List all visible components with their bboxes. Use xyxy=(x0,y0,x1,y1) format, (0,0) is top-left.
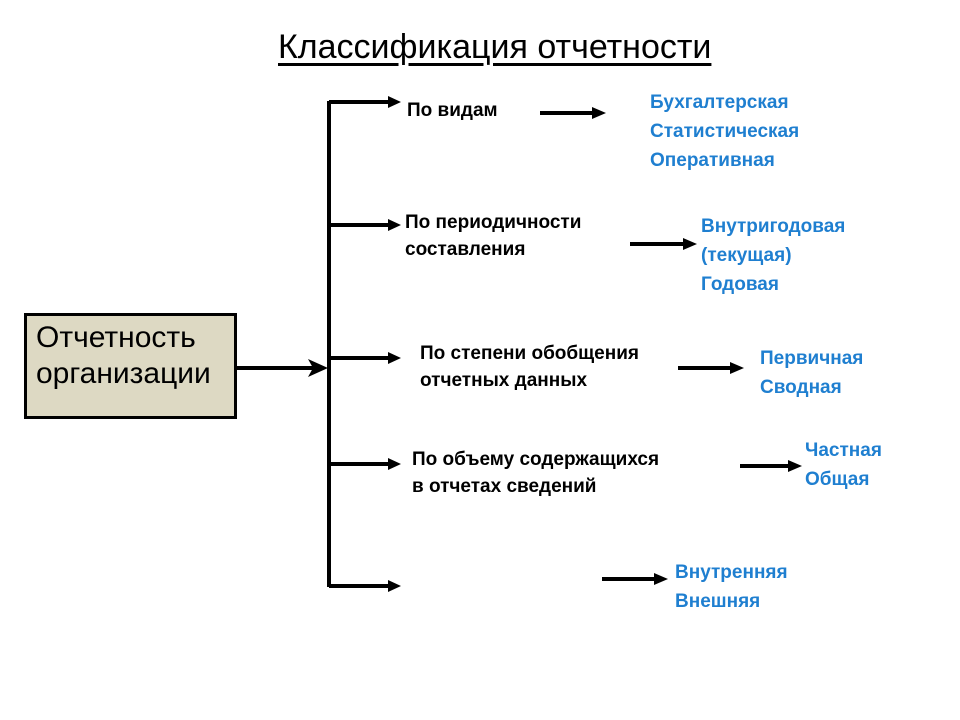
result-3-2: Сводная xyxy=(760,377,842,398)
results-5: Внутренняя Внешняя xyxy=(675,558,788,616)
branch-arrowhead-3 xyxy=(388,352,401,364)
diagram-title: Классификация отчетности xyxy=(278,28,712,66)
root-arrowhead xyxy=(308,359,328,377)
result-arrowhead-5 xyxy=(654,573,668,585)
result-4-1: Частная xyxy=(805,440,882,461)
criterion-1-line-1: По видам xyxy=(407,100,498,121)
criterion-3-line-2: отчетных данных xyxy=(420,370,588,391)
result-2-2: (текущая) xyxy=(701,245,792,266)
result-arrowhead-3 xyxy=(730,362,744,374)
result-arrowhead-2 xyxy=(683,238,697,250)
branch-arrowhead-2 xyxy=(388,219,401,231)
branch-arrowhead-1 xyxy=(388,96,401,108)
results-3: Первичная Сводная xyxy=(760,344,863,402)
root-node-label: Отчетность организации xyxy=(36,320,236,392)
result-1-2: Статистическая xyxy=(650,121,800,142)
root-node-box xyxy=(24,313,237,419)
result-1-1: Бухгалтерская xyxy=(650,92,789,113)
result-3-1: Первичная xyxy=(760,348,864,369)
branch-arrowhead-4 xyxy=(388,458,401,470)
result-2-1: Внутригодовая xyxy=(701,216,846,237)
result-4-2: Общая xyxy=(805,469,870,490)
results-1: Бухгалтерская Статистическая Оперативная xyxy=(650,88,799,175)
criterion-3-line-1: По степени обобщения xyxy=(420,343,639,364)
result-5-1: Внутренняя xyxy=(675,562,788,583)
criterion-4: По объему содержащихся в отчетах сведени… xyxy=(412,446,659,500)
result-2-3: Годовая xyxy=(701,274,779,295)
criterion-3: По степени обобщения отчетных данных xyxy=(420,340,639,394)
criterion-2-line-1: По периодичности xyxy=(405,212,582,233)
criterion-2: По периодичности составления xyxy=(405,209,581,263)
criterion-4-line-1: По объему содержащихся xyxy=(412,449,660,470)
result-1-3: Оперативная xyxy=(650,150,775,171)
root-line-1: Отчетность xyxy=(36,321,196,354)
result-arrowhead-1 xyxy=(592,107,606,119)
criterion-4-line-2: в отчетах сведений xyxy=(412,476,597,497)
root-line-2: организации xyxy=(36,357,211,390)
results-2: Внутригодовая (текущая) Годовая xyxy=(701,212,845,299)
result-arrowhead-4 xyxy=(788,460,802,472)
branch-arrowhead-5 xyxy=(388,580,401,592)
criterion-2-line-2: составления xyxy=(405,239,526,260)
criterion-1: По видам xyxy=(407,97,498,124)
result-5-2: Внешняя xyxy=(675,591,761,612)
results-4: Частная Общая xyxy=(805,436,882,494)
